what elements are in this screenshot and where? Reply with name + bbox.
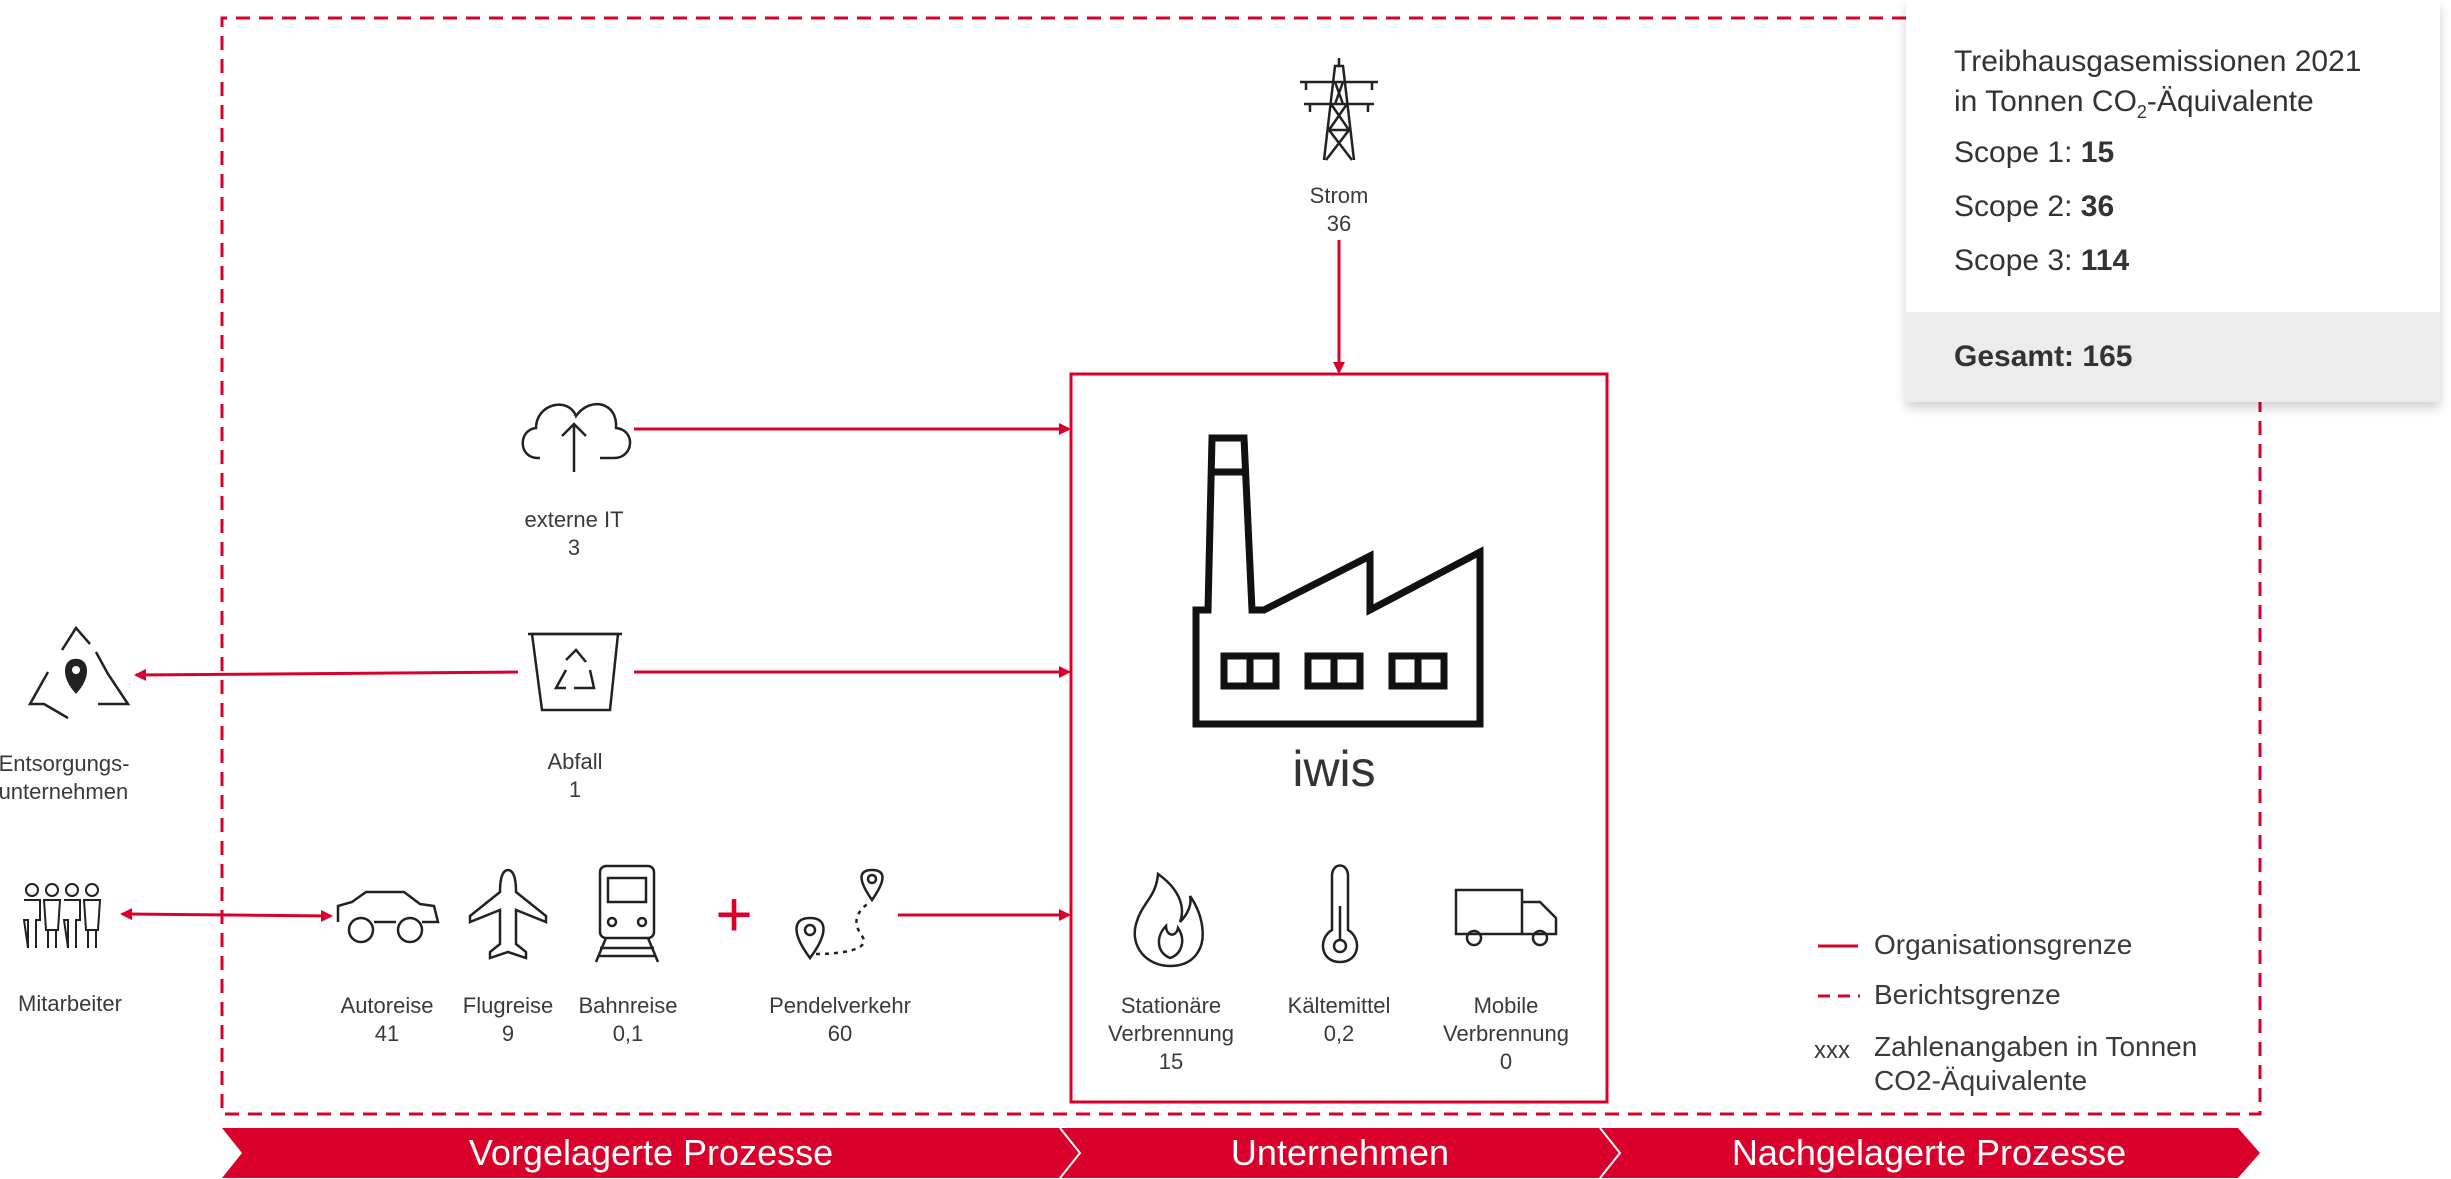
summary-unit-sub: 2 xyxy=(2136,102,2147,122)
strom-label: Strom 36 xyxy=(1310,182,1369,238)
summary-title-line2: in Tonnen CO2-Äquivalente xyxy=(1954,82,2361,132)
truck-icon xyxy=(1454,888,1558,947)
scope1-value: 15 xyxy=(2080,136,2115,169)
legend-zahlen-line2: CO2-Äquivalente xyxy=(1874,1065,2088,1096)
mitarbeiter-name: Mitarbeiter xyxy=(18,991,122,1016)
recycling-bin-icon xyxy=(528,632,622,712)
externe-it-value: 3 xyxy=(567,535,581,560)
mobile-value: 0 xyxy=(1499,1049,1513,1074)
legend-xxx: xxx xyxy=(1814,1037,1850,1064)
autoreise-label: Autoreise 41 xyxy=(341,992,434,1048)
factory-icon xyxy=(1192,434,1484,728)
train-icon xyxy=(594,864,660,963)
band-arrow-vorgelagert xyxy=(222,1128,1080,1178)
flugreise-value: 9 xyxy=(501,1021,515,1046)
entsorgung-label: Entsorgungs- unternehmen xyxy=(0,750,129,806)
stationaer-label: Stationäre Verbrennung 15 xyxy=(1108,992,1234,1076)
cloud-upload-icon xyxy=(521,402,632,472)
band-nachgelagert: Nachgelagerte Prozesse xyxy=(1731,1132,2127,1173)
legend-berichtsgrenze: Berichtsgrenze xyxy=(1874,979,2061,1010)
flugreise-name: Flugreise xyxy=(462,993,554,1018)
scope3-value: 114 xyxy=(2080,244,2130,277)
band-vorgelagert: Vorgelagerte Prozesse xyxy=(468,1132,834,1173)
kaeltemittel-value: 0,2 xyxy=(1323,1021,1355,1046)
flugreise-label: Flugreise 9 xyxy=(463,992,553,1048)
airplane-icon xyxy=(468,868,548,960)
scope3-row: Scope 3: 114 xyxy=(1954,244,2129,278)
bahnreise-value: 0,1 xyxy=(612,1021,644,1046)
flame-icon xyxy=(1133,871,1204,968)
stationaer-line2: Verbrennung xyxy=(1108,1021,1234,1046)
band-arrow-nachgelagert xyxy=(1600,1128,2260,1178)
summary-total: Gesamt: 165 xyxy=(1906,312,2440,402)
strom-value: 36 xyxy=(1326,211,1352,236)
abfall-value: 1 xyxy=(568,777,582,802)
summary-unit-suffix: -Äquivalente xyxy=(2146,85,2314,118)
power-pylon-icon xyxy=(1300,58,1378,161)
pendelverkehr-label: Pendelverkehr 60 xyxy=(769,992,911,1048)
scope2-row: Scope 2: 36 xyxy=(1954,190,2114,224)
summary-unit-prefix: in Tonnen CO xyxy=(1954,85,2137,118)
mobile-label: Mobile Verbrennung 0 xyxy=(1443,992,1569,1076)
mobile-line1: Mobile xyxy=(1473,993,1539,1018)
scope2-label: Scope 2: xyxy=(1954,190,2081,223)
scope1-label: Scope 1: xyxy=(1954,136,2081,169)
mitarbeiter-label: Mitarbeiter xyxy=(18,990,122,1018)
legend-zahlen-line1: Zahlenangaben in Tonnen xyxy=(1874,1031,2198,1062)
abfall-label: Abfall 1 xyxy=(547,748,602,804)
recycle-location-icon xyxy=(27,625,131,720)
abfall-name: Abfall xyxy=(547,749,603,774)
car-icon xyxy=(336,890,440,944)
stationaer-line1: Stationäre xyxy=(1120,993,1222,1018)
organisation-boundary xyxy=(1069,372,1609,1104)
summary-title: Treibhausgasemissionen 2021 in Tonnen CO… xyxy=(1954,42,2361,132)
bahnreise-label: Bahnreise 0,1 xyxy=(578,992,677,1048)
pendelverkehr-name: Pendelverkehr xyxy=(769,993,911,1018)
mobile-line2: Verbrennung xyxy=(1443,1021,1569,1046)
arrow-entsorgung xyxy=(134,668,519,681)
thermometer-icon xyxy=(1321,864,1359,964)
autoreise-value: 41 xyxy=(374,1021,400,1046)
plus-sign: + xyxy=(715,878,752,950)
entsorgung-line1: Entsorgungs- xyxy=(0,751,130,776)
band-unternehmen: Unternehmen xyxy=(1230,1132,1450,1173)
kaeltemittel-name: Kältemittel xyxy=(1287,993,1391,1018)
company-name: iwis xyxy=(1292,741,1376,797)
legend-organisationsgrenze: Organisationsgrenze xyxy=(1874,929,2133,960)
emissions-summary-card: Treibhausgasemissionen 2021 in Tonnen CO… xyxy=(1906,0,2440,402)
bahnreise-name: Bahnreise xyxy=(578,993,678,1018)
people-group-icon xyxy=(22,883,102,949)
band-arrow-unternehmen xyxy=(1060,1128,1620,1178)
route-pins-icon xyxy=(795,868,884,961)
stationaer-value: 15 xyxy=(1158,1049,1184,1074)
entsorgung-line2: unternehmen xyxy=(0,779,129,804)
scope2-value: 36 xyxy=(2080,190,2115,223)
summary-title-line1: Treibhausgasemissionen 2021 xyxy=(1954,45,2362,78)
scope1-row: Scope 1: 15 xyxy=(1954,136,2114,170)
pendelverkehr-value: 60 xyxy=(827,1021,853,1046)
externe-it-label: externe IT 3 xyxy=(524,506,623,562)
kaeltemittel-label: Kältemittel 0,2 xyxy=(1288,992,1391,1048)
band-separators xyxy=(1059,1127,1622,1179)
externe-it-name: externe IT xyxy=(524,507,624,532)
autoreise-name: Autoreise xyxy=(340,993,434,1018)
arrow-mitarbeiter xyxy=(120,908,333,922)
strom-name: Strom xyxy=(1309,183,1369,208)
scope3-label: Scope 3: xyxy=(1954,244,2081,277)
